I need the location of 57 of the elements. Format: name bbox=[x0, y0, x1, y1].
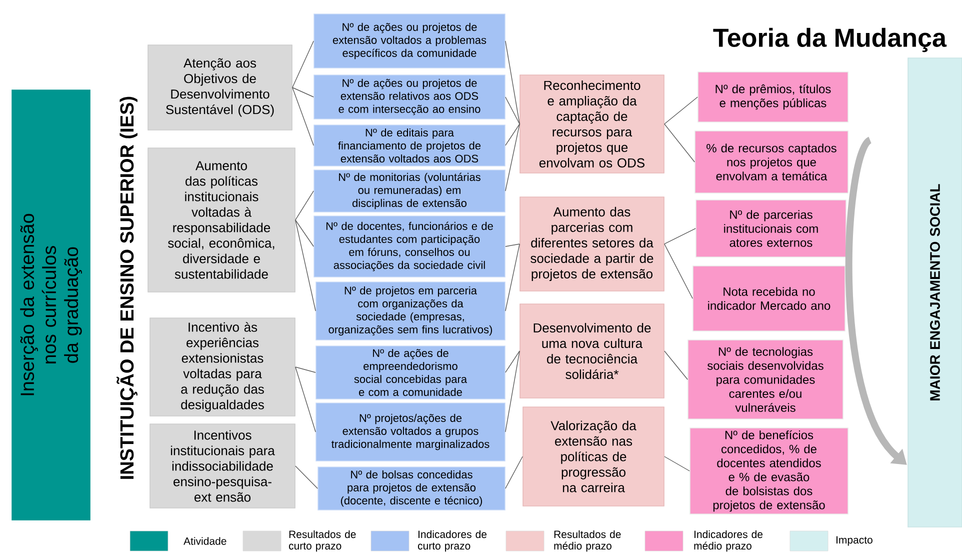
connector-line bbox=[505, 350, 520, 432]
connector-line bbox=[505, 40, 520, 124]
impact-box: MAIOR ENGAJAMENTO SOCIAL bbox=[908, 58, 962, 528]
activity-box: Inserção da extensão nos currículos da graduação bbox=[12, 90, 90, 520]
legend-label: Resultados de curto prazo bbox=[288, 530, 356, 552]
connector-line bbox=[664, 244, 693, 299]
connector-line bbox=[664, 96, 698, 124]
indicator-box: Nº de editais para financiamento de projetos de extensão voltados aos ODS bbox=[314, 124, 506, 166]
connector-line bbox=[295, 366, 316, 432]
connector-line bbox=[295, 190, 314, 220]
connector-line bbox=[505, 244, 520, 312]
connector-line bbox=[295, 366, 316, 373]
indicator-box: Nota recebida no indicador Mercado ano bbox=[692, 266, 846, 332]
connector-line bbox=[295, 220, 314, 247]
side-heading: INSTITUIÇÃO DE ENSINO SUPERIOR (IES) bbox=[116, 96, 138, 479]
connector-line bbox=[505, 244, 520, 247]
connector-line bbox=[664, 456, 690, 472]
connector-line bbox=[505, 96, 520, 124]
indicator-box: Nº de docentes, funcionários e de estudantes com participação em fóruns, conselhos ou associações da sociedade civil bbox=[314, 216, 506, 278]
connector-line bbox=[664, 350, 688, 380]
connector-line bbox=[505, 124, 520, 146]
indicator-box: Nº de parcerias institucionais com atores externos bbox=[696, 200, 846, 258]
connector-line bbox=[505, 456, 523, 489]
indicator-box: Nº de ações ou projetos de extensão voltados a problemas específicos da comunidade bbox=[314, 14, 506, 68]
connector-line bbox=[292, 40, 314, 88]
result-box: Aumento das parcerias com diferentes setores da sociedade a partir de projetos de extensão bbox=[520, 196, 664, 292]
legend-label: Indicadores de médio prazo bbox=[694, 530, 762, 552]
result-box: Valorização da extensão nas políticas de progressão na carreira bbox=[522, 406, 664, 506]
connector-line bbox=[664, 228, 696, 244]
legend-label: Impacto bbox=[836, 536, 872, 546]
result-box: Aumento das políticas institucionais voltadas à responsabilidade social, econômica, diversidade e sustentabilidade bbox=[148, 148, 296, 292]
indicator-box: % de recursos captados nos projetos que envolvam a temática bbox=[694, 130, 848, 194]
connector-line bbox=[292, 87, 314, 146]
indicator-box: Nº de bolsas concedidas para projetos de extensão (docente, discente e técnico) bbox=[318, 466, 506, 510]
connector-line bbox=[295, 220, 316, 312]
indicator-box: Nº de ações ou projetos de extensão relativos aos ODS e com intersecção ao ensino bbox=[314, 74, 506, 120]
result-box: Incentivo às experiências extensionistas voltadas para a redução das desigualdades bbox=[150, 318, 296, 416]
indicator-box: Nº de monitorias (voluntárias ou remuneradas) em disciplinas de extensão bbox=[314, 170, 506, 212]
indicator-box: Nº de tecnologias sociais desenvolvidas para comunidades carentes e/ou vulneráveis bbox=[688, 340, 844, 420]
indicator-box: Nº de ações de empreendedorismo social concebidas para e com a comunidade bbox=[316, 346, 506, 400]
indicator-box: Nº de prêmios, títulos e menções públicas bbox=[698, 72, 848, 122]
result-box: Desenvolvimento de uma nova cultura de tecnociência solidária* bbox=[520, 304, 664, 398]
legend-label: Atividade bbox=[184, 537, 226, 545]
result-box: Reconhecimento e ampliação da captação de recursos para projetos que envolvam os ODS bbox=[520, 74, 664, 174]
connector-line bbox=[664, 124, 695, 162]
legend-label: Indicadores de curto prazo bbox=[418, 530, 486, 552]
indicator-box: Nº de benefícios concedidos, % de docentes atendidos e % de evasão de bolsistas dos projetos de extensão bbox=[690, 428, 848, 514]
indicator-box: Nº de projetos em parceria com organizações da sociedade (empresas, organizações sem fins lucrativos) bbox=[316, 282, 506, 340]
title: Teoria da Mudança bbox=[713, 28, 947, 52]
result-box: Incentivos institucionais para indissociabilidade ensino-pesquisa-ext ensão bbox=[150, 424, 296, 508]
legend-label: Resultados de médio prazo bbox=[554, 530, 621, 552]
indicator-box: Nº projetos/ações de extensão voltados a grupos tradicionalmente marginalizados bbox=[316, 402, 506, 462]
connector-line bbox=[505, 350, 520, 373]
connector-line bbox=[505, 124, 520, 192]
result-box: Atenção aos Objetivos de Desenvolvimento Sustentável (ODS) bbox=[148, 44, 292, 130]
connector-line bbox=[292, 87, 314, 98]
connector-line bbox=[295, 466, 318, 489]
